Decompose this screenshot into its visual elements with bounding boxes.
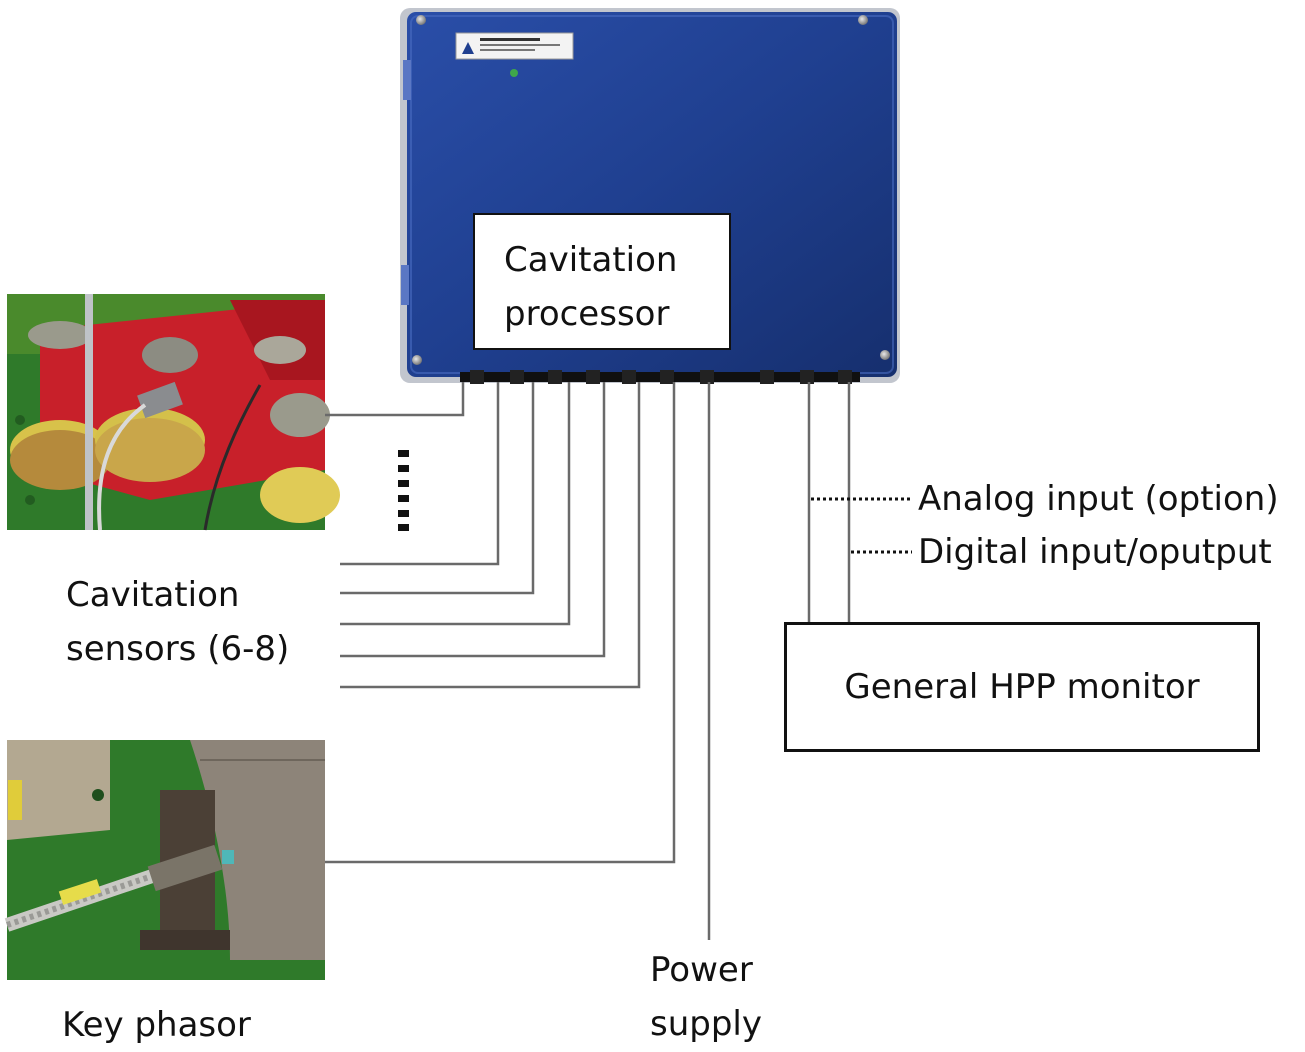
connector-strip: [460, 370, 860, 384]
processor-label: Cavitation processor: [504, 233, 724, 341]
sensors-label-line2: sensors (6-8): [66, 629, 290, 669]
processor-label-line2: processor: [504, 294, 670, 334]
hpp-monitor-box: General HPP monitor: [784, 622, 1260, 752]
wire-sensor-5: [340, 382, 606, 658]
enclosure-sticker: [455, 32, 574, 60]
processor-label-line1: Cavitation: [504, 240, 678, 280]
hpp-monitor-label: General HPP monitor: [844, 667, 1200, 707]
enclosure-bolt-bl: [412, 355, 422, 365]
wiring: [325, 382, 851, 940]
wire-key-phasor: [325, 382, 676, 864]
processor-label-box: Cavitation processor: [473, 213, 731, 350]
wire-sensor-2: [340, 382, 500, 566]
wire-sensor-4: [340, 382, 571, 626]
wire-sensor-6: [340, 382, 641, 689]
digital-io-label: Digital input/oputput: [918, 532, 1272, 572]
power-supply-label-line1: Power: [650, 950, 753, 990]
io-leaders: [811, 497, 912, 554]
key-phasor-label: Key phasor: [62, 1005, 251, 1045]
wire-sensor-1: [325, 382, 465, 417]
sensor-ellipsis: [398, 450, 409, 531]
enclosure-bolt-br: [880, 350, 890, 360]
power-supply-label: Power supply: [650, 943, 762, 1051]
analog-input-label: Analog input (option): [918, 479, 1279, 519]
sensors-label: Cavitation sensors (6-8): [66, 568, 289, 676]
key-phasor-photo: [4, 740, 325, 980]
enclosure-bolt-tl: [416, 15, 426, 25]
status-led: [510, 69, 518, 77]
cavitation-sensor-photo: [7, 294, 340, 531]
enclosure-bolt-tr: [858, 15, 868, 25]
sensors-label-line1: Cavitation: [66, 575, 240, 615]
wire-sensor-3: [340, 382, 535, 595]
power-supply-label-line2: supply: [650, 1004, 762, 1044]
